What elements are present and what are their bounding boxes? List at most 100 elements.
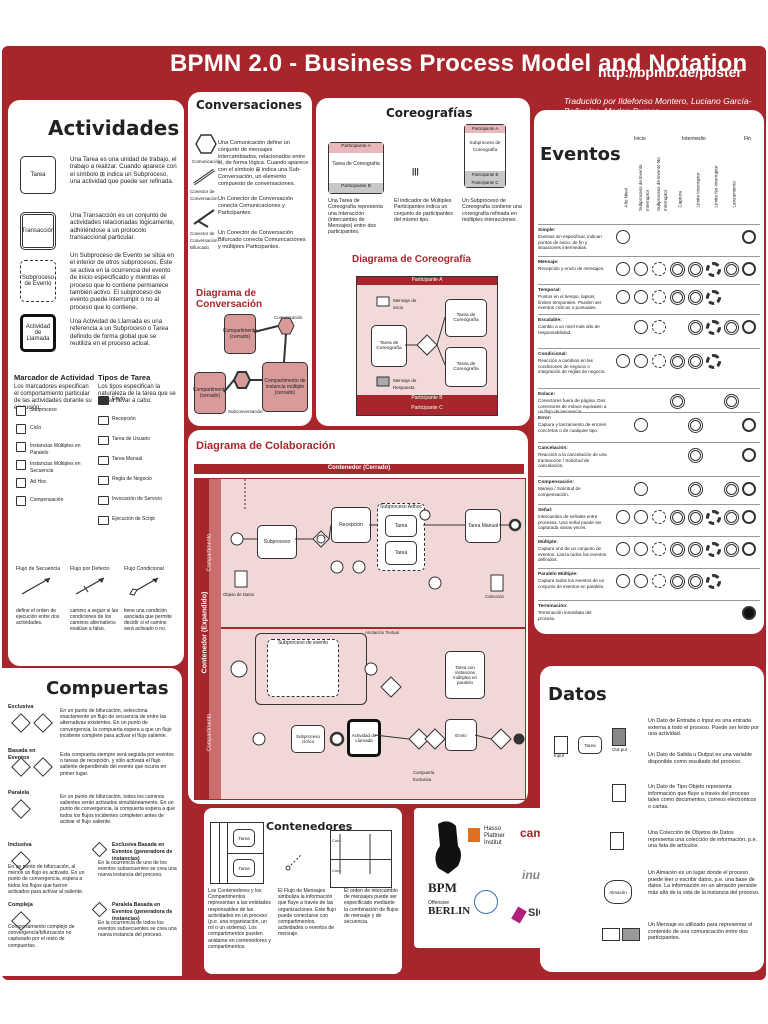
event-col-header: Subproceso de Evento Interruptor	[638, 164, 650, 211]
event-row-divider	[538, 504, 760, 505]
event-symbol-icon	[742, 448, 756, 462]
compuertas-title: Compuertas	[46, 678, 169, 699]
comunicacion-label: Comunicación	[192, 159, 221, 164]
comunicacion-desc: Una Comunicación define un conjunto de m…	[218, 140, 309, 187]
dato-desc-3: Un Dato de Tipo Objeto representa inform…	[648, 784, 757, 810]
gateway-desc: En la ocurrencia de todos los eventos su…	[98, 920, 177, 939]
contenedores-desc-2: El Flujo de Mensajes simboliza la inform…	[278, 888, 337, 938]
tipo-icon	[98, 436, 109, 445]
event-row-desc: Captura y lanzamiento de errores concret…	[538, 422, 607, 433]
tipo-icon	[98, 476, 109, 485]
event-symbol-icon	[706, 354, 721, 369]
event-row-name: Terminación:	[538, 604, 568, 609]
marcador-label: Instancias Múltiples en Paralelo	[30, 443, 81, 456]
contenedores-desc-1: Los Contenedores y los Compartimentos re…	[208, 888, 271, 950]
event-symbol-icon	[670, 574, 685, 589]
event-row-desc: Intercambio de señales entre procesos. U…	[538, 514, 602, 531]
marcador-label: Ad Hoc	[30, 479, 47, 485]
conv-pool-2: Compartimento (cerrado)	[193, 372, 227, 414]
event-row-desc: Manejo / Solicitud de compensación.	[538, 486, 581, 497]
event-symbol-icon	[724, 320, 739, 335]
flujo-desc: define el orden de ejecución entre dos a…	[16, 608, 60, 626]
message-gray-icon	[622, 928, 640, 941]
pool-example: Tarea Tarea	[210, 822, 264, 884]
multi-participant-marker: |||	[412, 167, 419, 176]
flujo-label: Flujo Condicional	[124, 566, 164, 572]
event-symbol-icon	[724, 510, 739, 525]
data-object-icon	[612, 784, 626, 802]
flujo-arrow-icon	[21, 577, 51, 595]
tipo-label: Recepción	[112, 416, 136, 422]
event-symbol-icon	[634, 418, 648, 432]
event-row-desc: Puntos en el tiempo, lapsos, límites tem…	[538, 294, 602, 311]
event-row-name: Error:	[538, 416, 552, 421]
conector-bif-label: Conector de Conversación Bifurcado	[190, 231, 218, 250]
conector-label: Conector de Conversación	[190, 189, 218, 201]
event-symbol-icon	[652, 542, 666, 556]
collab-mi-task: Tarea con instancias múltiples en parale…	[445, 651, 485, 699]
event-symbol-icon	[742, 606, 756, 620]
event-row-divider	[538, 314, 760, 315]
activity-transaction-desc: Una Transacción es un conjunto de activi…	[70, 212, 175, 242]
coreografias-panel: Coreografías Participante A Tarea de Cor…	[316, 98, 530, 426]
tipo-icon	[98, 396, 109, 405]
event-symbol-icon	[724, 542, 739, 557]
tipo-label: Tarea Manual	[112, 456, 143, 462]
event-symbol-icon	[616, 510, 630, 524]
gateway-name: Compleja	[8, 902, 33, 908]
event-symbol-icon	[706, 290, 721, 305]
datos-title: Datos	[548, 684, 607, 705]
choreo-desc-1: Una Tarea de Coreografía representa una …	[328, 198, 383, 236]
event-symbol-icon	[688, 418, 703, 433]
event-row-divider	[538, 568, 760, 569]
tipo-label: Envío	[112, 396, 125, 402]
event-row-name: Temporal:	[538, 288, 561, 293]
colaboracion-panel: Diagrama de Colaboración Contenedor (Cer…	[188, 430, 528, 804]
event-row-name: Señal:	[538, 508, 553, 513]
data-input-icon	[554, 736, 568, 754]
event-symbol-icon	[634, 290, 648, 304]
gateway-desc: Esta compuerta siempre será seguida por …	[60, 752, 174, 777]
marcador-desc: Los marcadores especifican el comportami…	[14, 384, 92, 411]
tipo-title: Tipos de Tarea	[98, 373, 151, 382]
gateway-desc: Comportamiento complejo de convergencia/…	[8, 924, 75, 949]
marcador-icon	[16, 442, 26, 452]
data-task: Tarea	[578, 736, 602, 754]
poster-url[interactable]: http://bpmb.de/poster	[598, 64, 742, 80]
activity-task-desc: Una Tarea es una unidad de trabajo, el t…	[70, 156, 177, 186]
tipo-icon	[98, 416, 109, 425]
event-symbol-icon	[616, 574, 630, 588]
event-symbol-icon	[670, 394, 685, 409]
gateway-diamond-icon	[91, 841, 108, 858]
conector-desc: Un Conector de Conversación conecta Comu…	[218, 196, 293, 216]
event-row-divider	[538, 412, 760, 413]
event-row-name: Mensaje:	[538, 260, 559, 265]
collab-label-xor: Compuerta Exclusiva	[413, 770, 435, 782]
event-symbol-icon	[616, 290, 630, 304]
event-row-divider	[538, 256, 760, 257]
event-symbol-icon	[742, 262, 756, 276]
gateway-name: Paralela	[8, 790, 30, 796]
dato-desc-6: Un Mensaje es utilizado para representar…	[648, 922, 753, 942]
event-row-name: Múltiple:	[538, 540, 558, 545]
event-symbol-icon	[616, 542, 630, 556]
event-row-name: Enlace:	[538, 392, 556, 397]
event-symbol-icon	[724, 482, 739, 497]
event-symbol-icon	[688, 510, 703, 525]
event-symbol-icon	[742, 542, 756, 556]
eventos-title: Eventos	[540, 144, 621, 165]
event-symbol-icon	[616, 354, 630, 368]
message-white-icon	[602, 928, 620, 941]
event-symbol-icon	[688, 574, 703, 589]
event-row-divider	[538, 284, 760, 285]
event-row-name: Cancelación:	[538, 446, 568, 451]
event-symbol-icon	[634, 354, 648, 368]
collab-label-data: Objeto de Datos	[223, 592, 255, 597]
conversaciones-panel: Conversaciones Comunicación Una Comunica…	[188, 92, 312, 426]
gateway-diamond-icon	[91, 901, 108, 918]
dato-desc-1: Un Dato de Entrada o Input es una entrad…	[648, 718, 759, 738]
closed-pool: Contenedor (Cerrado)	[194, 464, 524, 474]
event-symbol-icon	[634, 510, 648, 524]
collab-task-2: Tarea	[385, 541, 417, 565]
event-row-desc: Eventos sin especificar, indican puntos …	[538, 234, 602, 251]
